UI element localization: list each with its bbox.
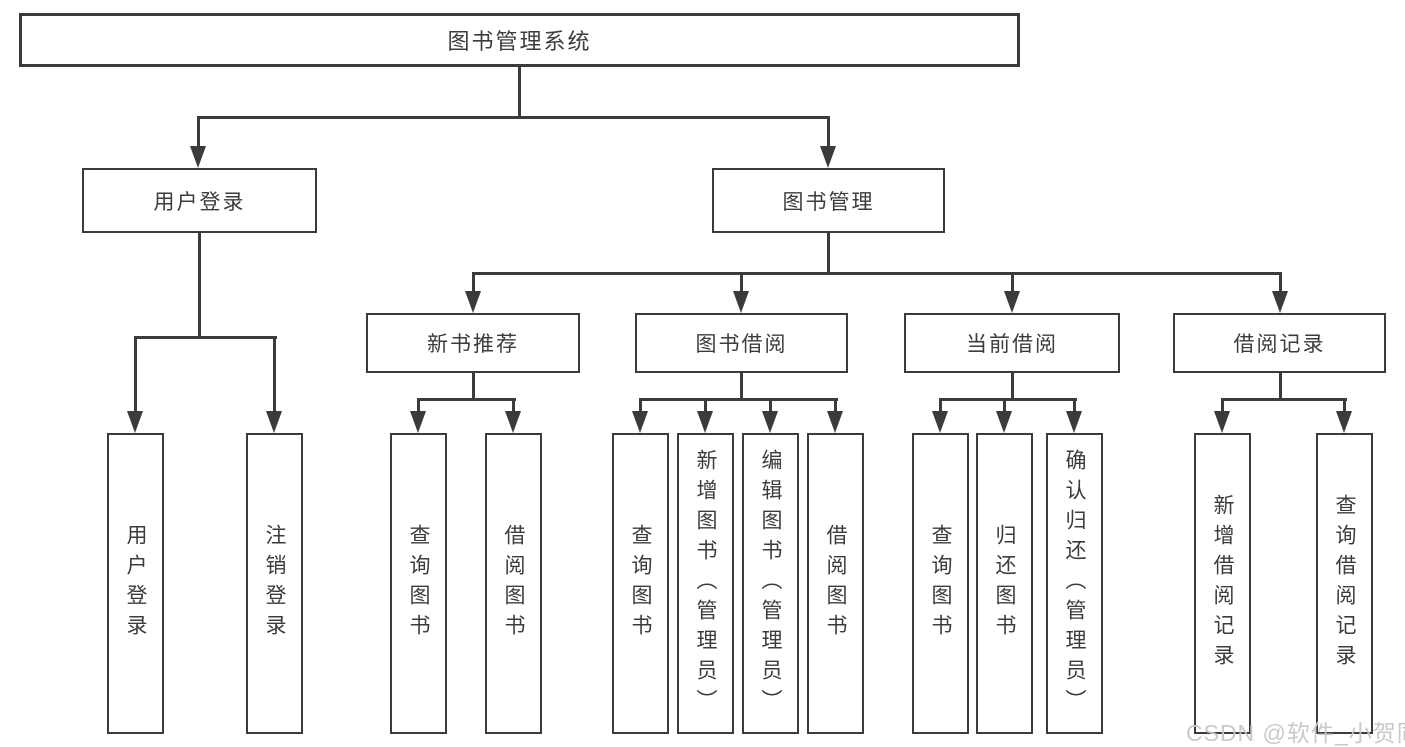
connector-line — [740, 373, 743, 401]
arrowhead-down-icon — [820, 146, 836, 168]
connector-line — [1003, 398, 1006, 413]
connector-line — [1221, 398, 1224, 413]
connector-line — [1279, 272, 1282, 293]
node-label: 用户登录 — [153, 190, 246, 214]
leaf-query-books-current: 查询图书 — [912, 433, 969, 734]
connector-line — [639, 398, 838, 401]
csdn-watermark: CSDN @软件_小贺同学 — [1186, 720, 1405, 746]
leaf-borrow-books-borrowing: 借阅图书 — [807, 433, 864, 734]
node-label: 查询图书 — [407, 523, 430, 644]
arrowhead-down-icon — [1066, 411, 1082, 433]
connector-line — [472, 272, 475, 293]
leaf-query-books-recommendation: 查询图书 — [390, 433, 447, 734]
arrowhead-down-icon — [410, 411, 426, 433]
arrowhead-down-icon — [1214, 411, 1230, 433]
leaf-query-borrow-record: 查询借阅记录 — [1316, 433, 1373, 734]
connector-line — [1221, 398, 1347, 401]
arrowhead-down-icon — [465, 291, 481, 313]
node-label: 借阅图书 — [824, 523, 847, 644]
node-new-book-recommendation: 新书推荐 — [366, 313, 580, 373]
connector-line — [472, 272, 1282, 275]
connector-line — [198, 233, 201, 339]
connector-line — [197, 116, 200, 148]
connector-line — [834, 398, 837, 413]
node-label: 查询图书 — [929, 523, 952, 644]
arrowhead-down-icon — [733, 291, 749, 313]
node-label: 用户登录 — [124, 523, 147, 644]
node-library-management-system: 图书管理系统 — [19, 13, 1020, 67]
node-label: 当前借阅 — [966, 333, 1058, 356]
arrowhead-down-icon — [1336, 411, 1352, 433]
connector-line — [273, 336, 276, 413]
connector-line — [417, 398, 420, 413]
node-label: 查询图书 — [629, 523, 652, 644]
connector-line — [1011, 373, 1014, 401]
arrowhead-down-icon — [762, 411, 778, 433]
node-label: 编辑图书（管理员） — [759, 448, 782, 719]
arrowhead-down-icon — [190, 146, 206, 168]
leaf-borrow-books-recommendation: 借阅图书 — [485, 433, 542, 734]
node-current-borrowing: 当前借阅 — [904, 313, 1120, 373]
connector-line — [639, 398, 642, 413]
node-label: 查询借阅记录 — [1333, 493, 1356, 674]
node-label: 新增借阅记录 — [1211, 493, 1234, 674]
node-label: 新书推荐 — [427, 333, 519, 356]
node-label: 新增图书（管理员） — [694, 448, 717, 719]
connector-line — [1343, 398, 1346, 413]
arrowhead-down-icon — [932, 411, 948, 433]
connector-line — [827, 116, 830, 148]
connector-line — [827, 233, 830, 275]
connector-line — [417, 398, 516, 401]
arrowhead-down-icon — [632, 411, 648, 433]
node-user-login: 用户登录 — [82, 168, 317, 233]
leaf-confirm-return-admin: 确认归还（管理员） — [1046, 433, 1103, 734]
arrowhead-down-icon — [827, 411, 843, 433]
connector-line — [769, 398, 772, 413]
node-borrowing-records: 借阅记录 — [1173, 313, 1386, 373]
node-label: 归还图书 — [993, 523, 1016, 644]
node-label: 图书管理 — [782, 190, 875, 214]
leaf-edit-books-admin: 编辑图书（管理员） — [742, 433, 799, 734]
leaf-add-borrow-record: 新增借阅记录 — [1194, 433, 1251, 734]
connector-line — [512, 398, 515, 413]
node-label: 图书管理系统 — [447, 29, 592, 54]
arrowhead-down-icon — [505, 411, 521, 433]
node-book-management: 图书管理 — [712, 168, 945, 233]
node-label: 图书借阅 — [695, 333, 788, 356]
connector-line — [518, 67, 521, 117]
arrowhead-down-icon — [266, 411, 282, 433]
node-label: 确认归还（管理员） — [1063, 448, 1086, 719]
node-label: 注销登录 — [263, 523, 286, 644]
leaf-logout: 注销登录 — [246, 433, 303, 734]
connector-line — [939, 398, 942, 413]
connector-line — [134, 336, 277, 339]
leaf-user-login: 用户登录 — [107, 433, 164, 734]
node-label: 借阅记录 — [1233, 333, 1326, 356]
arrowhead-down-icon — [996, 411, 1012, 433]
connector-line — [1011, 272, 1014, 293]
arrowhead-down-icon — [1272, 291, 1288, 313]
arrowhead-down-icon — [1004, 291, 1020, 313]
node-label: 借阅图书 — [502, 523, 525, 644]
arrowhead-down-icon — [127, 411, 143, 433]
connector-line — [472, 373, 475, 401]
arrowhead-down-icon — [697, 411, 713, 433]
leaf-query-books-borrowing: 查询图书 — [612, 433, 669, 734]
connector-line — [1279, 373, 1282, 401]
connector-line — [740, 272, 743, 293]
leaf-add-books-admin: 新增图书（管理员） — [677, 433, 734, 734]
node-book-borrowing: 图书借阅 — [635, 313, 848, 373]
leaf-return-books: 归还图书 — [976, 433, 1033, 734]
connector-line — [197, 116, 830, 119]
connector-line — [134, 336, 137, 413]
connector-line — [704, 398, 707, 413]
connector-line — [939, 398, 1077, 401]
connector-line — [1073, 398, 1076, 413]
